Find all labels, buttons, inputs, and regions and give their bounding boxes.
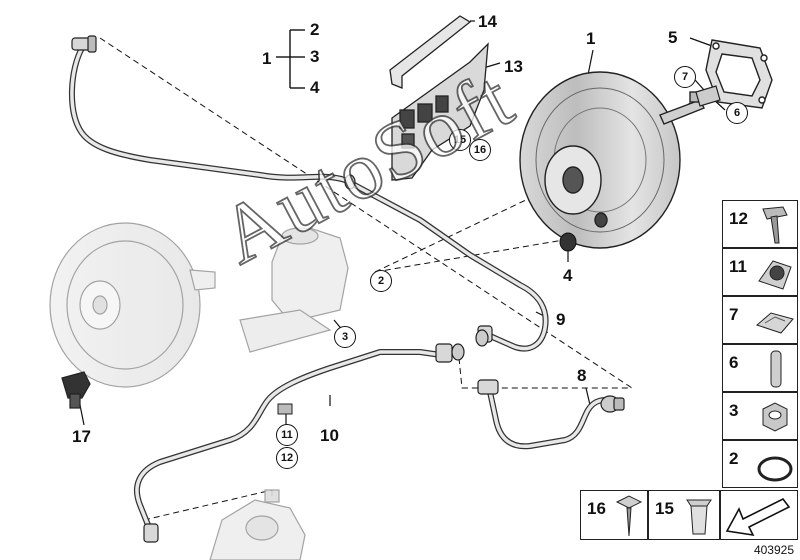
lower-brake-line [133,349,451,533]
legend-number: 3 [729,401,739,420]
callout-14: 14 [478,12,497,31]
legend-cell-6: 6 [722,344,798,392]
expanding-nut-icon [686,499,712,535]
circled-callout-2: 2 [370,270,392,292]
ghost-booster [49,222,216,388]
circled-callout-16: 16 [469,139,491,161]
pipe-clip-icon [758,260,792,290]
lower-line-fittings [143,329,489,543]
legend-number: 11 [729,257,747,276]
circled-callout-3: 3 [334,326,356,348]
line-clip [277,403,293,415]
callout-8: 8 [577,366,587,385]
legend-number: 12 [729,209,748,228]
bracket-child-3: 3 [310,47,320,66]
circled-callout-11: 11 [276,424,298,446]
legend-number: 7 [729,305,739,324]
heat-shield-13 [391,42,489,181]
bracket-child-4: 4 [310,78,320,97]
spring-clip-icon [756,312,794,334]
brake-booster [519,71,711,249]
group-bracket [276,29,305,89]
solid-leaders [77,20,726,428]
legend-cell-12: 12 [722,200,798,248]
legend-cell-7: 7 [722,296,798,344]
legend-cell-11: 11 [722,248,798,296]
screw-icon [615,495,643,537]
upper-line-fittings [71,35,493,343]
ghost-vacuum-pump [209,489,306,560]
callout-5: 5 [668,28,678,47]
bracket-parent-label: 1 [262,49,272,68]
hex-nut-icon [762,402,788,432]
circled-callout-6: 6 [726,102,748,124]
callout-4: 4 [563,266,573,285]
brake-line-8-fittings [477,379,625,413]
gasket-5 [705,39,773,109]
grommet-4 [559,232,577,252]
bolt-icon [762,206,788,244]
legend-cell-3: 3 [722,392,798,440]
circled-callout-7: 7 [674,66,696,88]
legend-number: 15 [655,499,674,518]
callout-10: 10 [320,426,339,445]
circled-callout-15: 15 [449,129,471,151]
callout-17: 17 [72,427,91,446]
pressure-sensor-17 [61,371,91,409]
arrow-icon [725,497,791,537]
diagram-id: 403925 [753,543,794,557]
brake-line-8 [487,389,618,450]
legend-cell-2: 2 [722,440,798,488]
callout-9: 9 [556,310,566,329]
callout-1: 1 [586,29,596,48]
legend-number: 2 [729,449,739,468]
upper-brake-line [69,45,549,352]
callout-13: 13 [504,57,523,76]
legend-number: 6 [729,353,739,372]
legend-number: 16 [587,499,606,518]
o-ring-icon [757,456,793,482]
bracket-7-pin-6 [695,85,721,107]
bracket-child-2: 2 [310,20,320,39]
legend-cell-16: 16 [580,490,648,540]
legend-cell-arrow [720,490,798,540]
pin-icon [770,350,782,388]
trim-strip-14 [389,15,472,89]
ghost-reservoir [239,227,349,353]
circled-callout-12: 12 [276,447,298,469]
legend-cell-15: 15 [648,490,720,540]
